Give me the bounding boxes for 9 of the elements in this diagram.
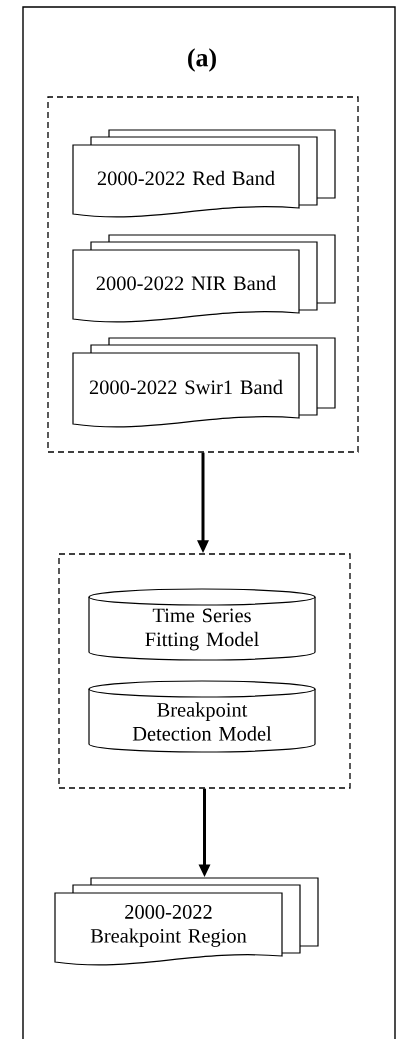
document-stack: 2000-2022 NIR Band	[72, 234, 336, 323]
document-stack: 2000-2022 Breakpoint Region	[54, 877, 319, 966]
cylinder: Time Series Fitting Model	[88, 588, 316, 661]
dashed-group-box	[47, 96, 359, 453]
document-stack: 2000-2022 Swir1 Band	[72, 337, 336, 428]
cylinder: Breakpoint Detection Model	[88, 680, 316, 753]
dashed-group-box	[58, 553, 351, 789]
document-stack: 2000-2022 Red Band	[72, 129, 336, 218]
panel-title: (a)	[188, 48, 216, 72]
